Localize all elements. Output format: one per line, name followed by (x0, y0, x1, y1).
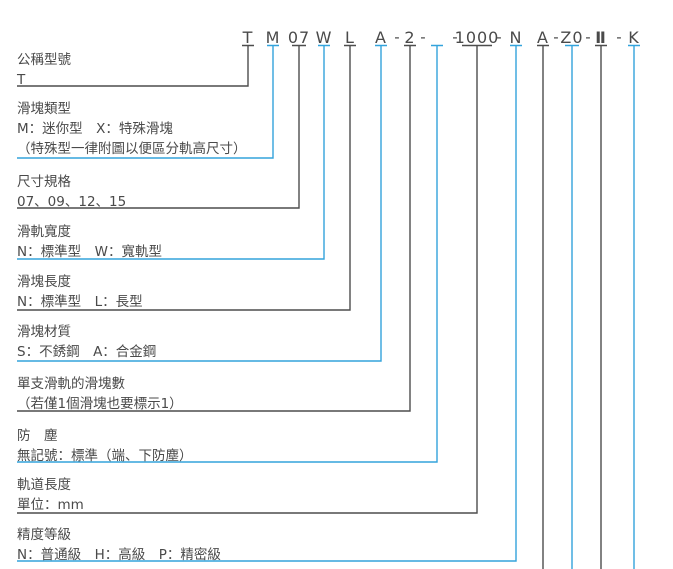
code-separator: - (616, 28, 622, 46)
section-content: N：標準型 W：寬軌型 (17, 244, 162, 260)
code-part-series: T (242, 28, 254, 47)
connector-z0-option (565, 44, 579, 569)
code-part-material: A (375, 28, 387, 47)
section-rail-width: 滑軌寬度 N：標準型 W：寬軌型 (17, 222, 162, 262)
connector-dustproof (17, 44, 443, 463)
connector-sliders-per-rail (17, 44, 416, 412)
section-content: 單位：mm (17, 497, 84, 513)
section-dustproof: 防 塵 無記號：標準（端、下防塵） (17, 426, 193, 466)
connector-k-option (628, 44, 640, 569)
connector-size (17, 44, 306, 209)
code-separator: - (585, 28, 591, 46)
section-note: （特殊型一律附圖以便區分軌高尺寸） (17, 141, 247, 157)
connector-precision-grade (17, 44, 522, 562)
section-content: N：普通級 H：高級 P：精密級 (17, 547, 221, 563)
section-slider-material: 滑塊材質 S：不銹鋼 A：合金鋼 (17, 322, 156, 362)
section-content: 無記號：標準（端、下防塵） (17, 448, 193, 464)
section-title: 滑塊材質 (17, 324, 71, 340)
section-size-spec: 尺寸規格 07、09、12、15 (17, 172, 126, 212)
section-content: （若僅1個滑塊也要標示1） (17, 396, 183, 412)
connector-a-option (537, 44, 549, 569)
code-separator: - (452, 28, 458, 46)
connector-rail-width (17, 44, 330, 260)
code-separator: - (420, 28, 426, 46)
section-title: 防 塵 (17, 428, 58, 444)
connector-rail-length (17, 44, 492, 514)
section-title: 軌道長度 (17, 477, 71, 493)
section-title: 尺寸規格 (17, 174, 71, 190)
code-part-k: K (628, 28, 640, 47)
section-title: 單支滑軌的滑塊數 (17, 376, 125, 392)
code-part-rail-width: W (315, 28, 333, 47)
section-slider-type: 滑塊類型 M：迷你型 X：特殊滑塊 （特殊型一律附圖以便區分軌高尺寸） (17, 99, 247, 159)
code-part-slider-length: L (345, 28, 355, 47)
code-part-a: A (537, 28, 549, 47)
section-title: 精度等級 (17, 527, 71, 543)
section-content: S：不銹鋼 A：合金鋼 (17, 344, 157, 360)
code-part-slider-count: 2 (404, 28, 416, 47)
code-separator: - (394, 28, 400, 46)
code-separator: - (496, 28, 502, 46)
section-sliders-per-rail: 單支滑軌的滑塊數 （若僅1個滑塊也要標示1） (17, 374, 183, 414)
section-model-name: 公稱型號 T (17, 50, 71, 90)
section-title: 滑塊長度 (17, 274, 71, 290)
section-content: T (17, 72, 26, 88)
section-content: N：標準型 L：長型 (17, 294, 143, 310)
code-part-rail-length: 1000 (454, 28, 500, 47)
code-part-z0: Z0 (560, 28, 584, 47)
code-separator: - (553, 28, 559, 46)
connector-slider-type (17, 44, 279, 159)
section-slider-length: 滑塊長度 N：標準型 L：長型 (17, 272, 143, 312)
connector-slider-material (17, 44, 387, 362)
section-rail-length: 軌道長度 單位：mm (17, 475, 84, 515)
code-part-precision: N (509, 28, 523, 47)
connector-slider-length (17, 44, 356, 311)
section-title: 滑軌寬度 (17, 224, 71, 240)
code-part-size: 07 (287, 28, 311, 47)
code-part-roman2: Ⅱ (595, 28, 607, 47)
section-title: 滑塊類型 (17, 101, 71, 117)
section-content: 07、09、12、15 (17, 194, 127, 210)
section-title: 公稱型號 (17, 52, 71, 68)
section-content: M：迷你型 X：特殊滑塊 (17, 121, 173, 137)
section-precision-grade: 精度等級 N：普通級 H：高級 P：精密級 (17, 525, 221, 565)
connector-model-name (17, 44, 254, 87)
connector-roman2-option (595, 44, 607, 569)
code-part-slider-type: M (265, 28, 281, 47)
